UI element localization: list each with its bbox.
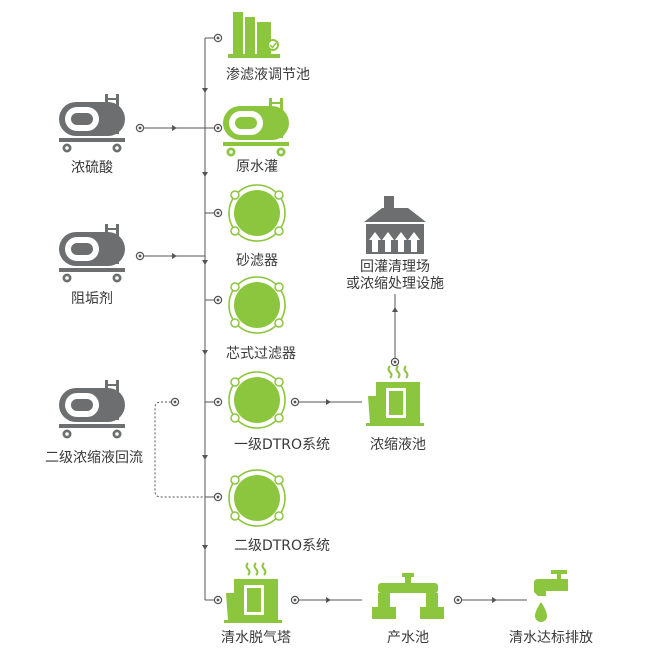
flow-lines [140,37,527,601]
storage-tank-icon [228,12,280,58]
reflux-dotted-line [154,401,205,498]
sand-filter-disc-icon [228,184,286,242]
label-degassing-tower: 清水脱气塔 [221,630,291,646]
label-concentrate-reflux: 二级浓缩液回流 [45,450,143,466]
label-recharge-line1: 回灌清理场 [360,259,430,275]
label-cartridge-filter: 芯式过滤器 [226,346,296,362]
label-antiscalant: 阻垢剂 [71,291,113,307]
reflux-tanker-icon [59,380,125,439]
label-recharge-line2: 或浓缩处理设施 [346,276,444,292]
dtro1-filter-disc-icon [228,371,286,429]
label-product-water-tank: 产水池 [387,630,429,646]
sulfuric-acid-tanker-icon [59,94,125,153]
label-dtro-stage2: 二级DTRO系统 [233,538,331,554]
pipe-pump-icon [372,573,444,619]
factory-icon [364,196,426,254]
faucet-drop-icon [534,570,568,622]
label-raw-water-tank: 原水灌 [236,159,278,175]
degassing-tower-icon [223,562,283,624]
cartridge-filter-disc-icon [228,276,286,334]
raw-water-tanker-icon [223,98,289,157]
label-sand-filter: 砂滤器 [236,253,278,269]
flow-arrows [172,88,497,603]
concentrate-pool-icon [365,365,425,427]
label-leachate-tank: 渗滤液调节池 [226,67,310,83]
label-discharge: 清水达标排放 [509,630,593,646]
connector-nodes [135,33,463,605]
antiscalant-tanker-icon [59,224,125,283]
dtro2-filter-disc-icon [228,469,286,527]
label-dtro-stage1: 一级DTRO系统 [233,437,331,453]
label-conc-sulfuric-acid: 浓硫酸 [71,160,113,176]
label-concentrate-tank: 浓缩液池 [370,437,426,453]
